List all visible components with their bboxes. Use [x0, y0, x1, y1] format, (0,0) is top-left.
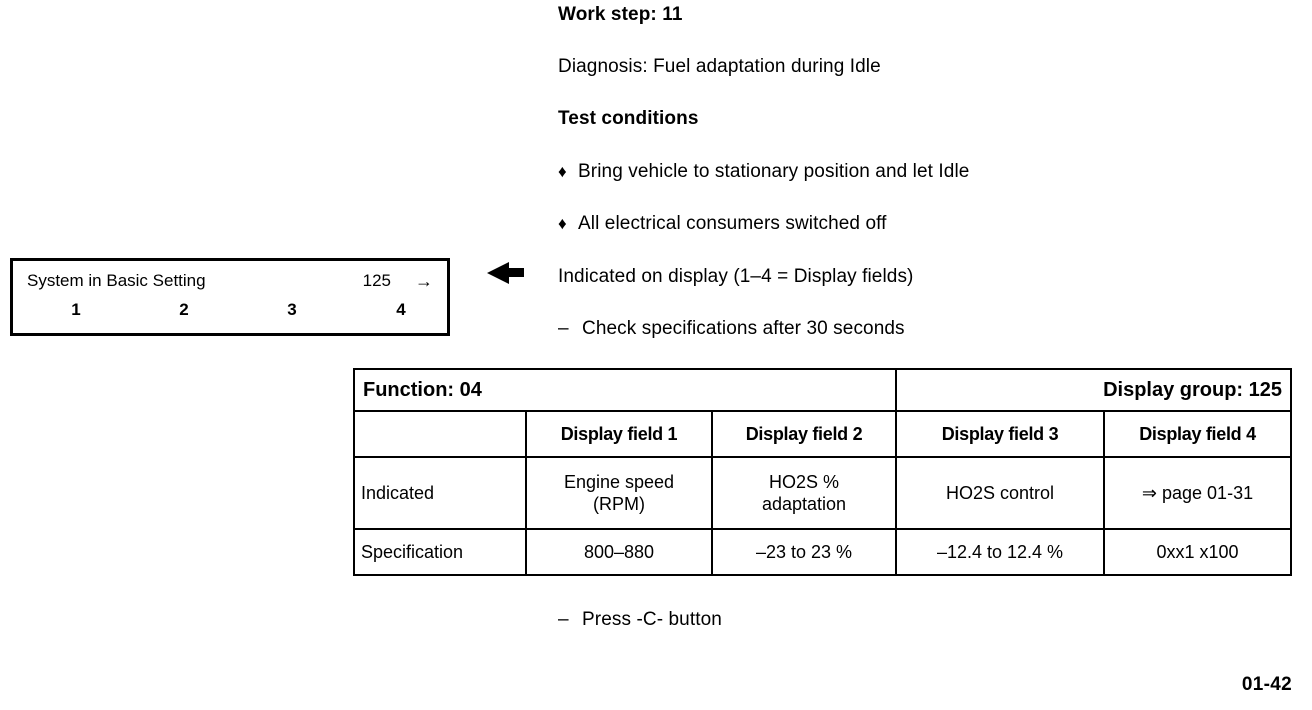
test-conditions-heading: Test conditions	[558, 108, 699, 129]
press-button-item: –Press -C- button	[558, 609, 722, 631]
table-row: Specification 800–880 –23 to 23 % –12.4 …	[353, 528, 1293, 576]
scan-tool-display-box: System in Basic Setting 125 → 1 2 3 4	[10, 258, 450, 336]
row-label-specification: Specification	[353, 528, 527, 576]
diamond-bullet-icon: ♦	[558, 162, 567, 181]
column-header-display-field-2: Display field 2	[710, 410, 898, 458]
left-pointer-arrow-icon	[487, 262, 509, 284]
left-pointer-arrow-tail-icon	[508, 268, 524, 277]
display-field-number-3: 3	[287, 300, 297, 319]
specification-table: Function: 04 Display group: 125 Display …	[352, 368, 1293, 576]
check-specifications-label: Check specifications after 30 seconds	[582, 318, 905, 339]
press-button-label: Press -C- button	[582, 609, 722, 630]
display-field-numbers: 1 2 3 4	[13, 297, 447, 325]
dash-bullet-icon: –	[558, 318, 569, 339]
specification-display-field-3: –12.4 to 12.4 %	[895, 528, 1106, 576]
diagnosis-text: Diagnosis: Fuel adaptation during Idle	[558, 56, 881, 77]
column-header-display-field-1: Display field 1	[525, 410, 713, 458]
column-header-blank	[353, 410, 527, 458]
display-field-number-1: 1	[71, 300, 81, 319]
table-column-header-row: Display field 1 Display field 2 Display …	[353, 410, 1293, 458]
column-header-display-field-3: Display field 3	[895, 410, 1106, 458]
display-title-text: System in Basic Setting	[27, 271, 206, 290]
dash-bullet-icon: –	[558, 609, 569, 630]
display-top-line: System in Basic Setting 125 →	[13, 269, 447, 297]
check-specifications-item: –Check specifications after 30 seconds	[558, 318, 905, 340]
indicated-display-field-4: ⇒ page 01-31	[1103, 456, 1293, 530]
specification-display-field-1: 800–880	[525, 528, 713, 576]
test-condition-item-1: ♦ Bring vehicle to stationary position an…	[558, 161, 969, 183]
indicated-display-field-3: HO2S control	[895, 456, 1106, 530]
indicated-display-field-2: HO2S %adaptation	[710, 456, 898, 530]
display-field-number-4: 4	[396, 300, 406, 319]
display-group-value: 125	[362, 271, 391, 290]
column-header-display-field-4: Display field 4	[1103, 410, 1293, 458]
row-label-indicated: Indicated	[353, 456, 527, 530]
test-condition-label-1: Bring vehicle to stationary position and…	[578, 161, 970, 182]
test-condition-label-2: All electrical consumers switched off	[578, 213, 887, 234]
work-step-heading: Work step: 11	[558, 4, 683, 25]
page-number: 01-42	[1241, 674, 1292, 695]
function-cell: Function: 04	[352, 368, 898, 412]
indicated-on-display-text: Indicated on display (1–4 = Display fiel…	[558, 266, 914, 287]
specification-display-field-4: 0xx1 x100	[1103, 528, 1293, 576]
indicated-display-field-1: Engine speed(RPM)	[525, 456, 713, 530]
display-field-number-2: 2	[179, 300, 189, 319]
diamond-bullet-icon: ♦	[558, 214, 567, 233]
specification-display-field-2: –23 to 23 %	[710, 528, 898, 576]
table-row: Indicated Engine speed(RPM) HO2S %adapta…	[353, 456, 1293, 530]
table-title-row: Function: 04 Display group: 125	[352, 368, 1293, 412]
display-group-cell: Display group: 125	[895, 368, 1293, 412]
right-arrow-icon: →	[415, 271, 433, 291]
test-condition-item-2: ♦ All electrical consumers switched off	[558, 213, 887, 235]
